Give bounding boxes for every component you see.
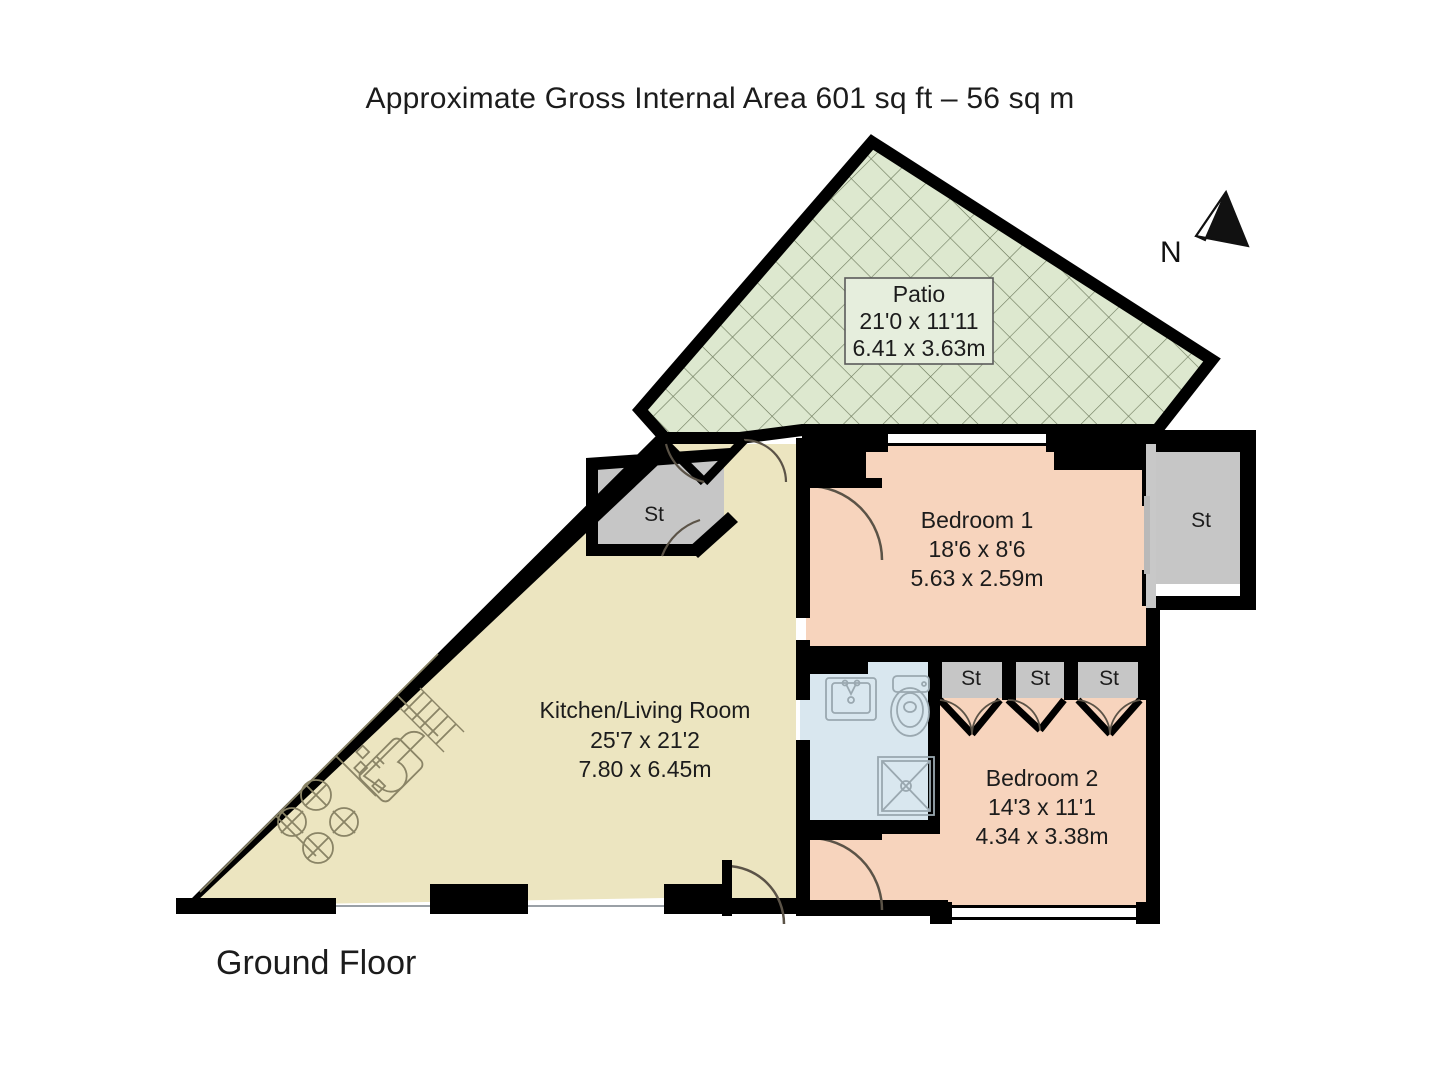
storage-center-1-label: St <box>961 667 981 690</box>
sink-icon <box>353 730 426 803</box>
kitchen-living-name: Kitchen/Living Room <box>540 697 751 723</box>
patio-name: Patio <box>893 281 945 307</box>
kitchen-counter-div3 <box>397 695 439 737</box>
bedroom2-fill-main <box>930 660 1146 916</box>
shower-icon <box>877 756 935 816</box>
bedroom-1-dim-metric: 5.63 x 2.59m <box>911 565 1044 591</box>
patio-label-box <box>844 277 994 365</box>
bedroom-2-name: Bedroom 2 <box>986 765 1099 791</box>
compass-label: N <box>1160 236 1182 269</box>
bedroom-2-dim-metric: 4.34 x 3.38m <box>976 823 1109 849</box>
storage-c1-fill <box>938 656 1004 698</box>
bathroom-fixtures <box>825 675 935 816</box>
storage-hall-label: St <box>644 503 664 526</box>
patio-dim-metric: 6.41 x 3.63m <box>853 335 986 361</box>
kitchen-fixtures <box>199 653 465 893</box>
storage-right-label: St <box>1191 509 1211 532</box>
kitchen-living-dim-metric: 7.80 x 6.45m <box>579 756 712 782</box>
bedroom-1-name: Bedroom 1 <box>921 507 1034 533</box>
page-title: Approximate Gross Internal Area 601 sq f… <box>365 82 1075 115</box>
storage-c2-fill <box>1014 656 1066 698</box>
floor-label: Ground Floor <box>216 944 417 982</box>
patio-dim-imperial: 21'0 x 11'11 <box>859 308 978 334</box>
storage-c3-fill <box>1076 656 1142 698</box>
walls <box>176 430 1256 924</box>
bedroom-2-dim-imperial: 14'3 x 11'1 <box>988 794 1096 820</box>
kitchen-living-dim-imperial: 25'7 x 21'2 <box>590 727 700 753</box>
room-labels: Patio 21'0 x 11'11 6.41 x 3.63m Bedroom … <box>540 277 1109 849</box>
storage-center-2-label: St <box>1030 667 1050 690</box>
drainer-icon <box>399 687 465 753</box>
north-arrow-icon <box>1194 189 1250 248</box>
bedroom-1-dim-imperial: 18'6 x 8'6 <box>928 536 1025 562</box>
storage-right-fill <box>1154 452 1248 584</box>
toilet-icon <box>890 675 930 737</box>
room-kitchen-living <box>186 444 796 906</box>
storage-center-3-label: St <box>1099 667 1119 690</box>
storage-labels: St St St St St <box>644 503 1211 690</box>
kitchen-counter-edge <box>199 653 439 893</box>
door-swings <box>660 436 1143 925</box>
kitchen-counter-div2 <box>335 755 377 797</box>
basin-icon <box>825 677 877 721</box>
hob-icon <box>277 779 359 864</box>
